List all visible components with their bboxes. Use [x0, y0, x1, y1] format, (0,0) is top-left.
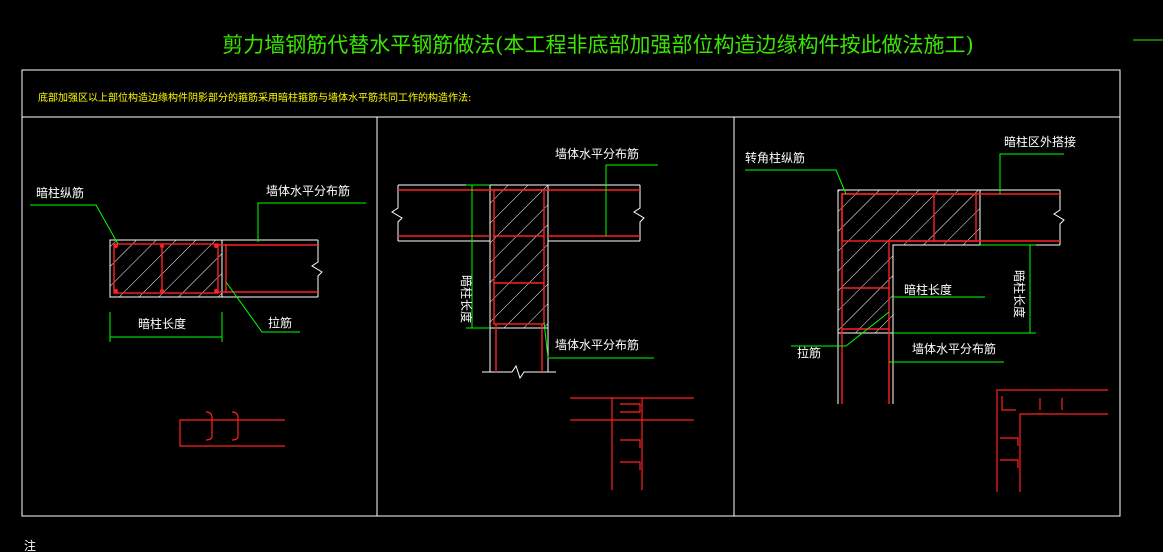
drawing-title: 剪力墙钢筋代替水平钢筋做法(本工程非底部加强部位构造边缘构件按此做法施工) — [222, 33, 973, 57]
label-corner: 转角柱纵筋 — [745, 150, 805, 165]
label-tie: 拉筋 — [797, 345, 821, 360]
panel-3: 转角柱纵筋 暗柱区外搭接 暗柱长度 暗柱长度 拉筋 墙体水平分布筋 — [745, 134, 1108, 492]
leaders — [466, 164, 658, 359]
outer-frame — [21, 69, 1121, 517]
wall-outline — [391, 184, 645, 380]
label-column-length-h: 暗柱长度 — [904, 282, 952, 297]
column-hatch — [109, 239, 223, 298]
label-column-length: 暗柱长度 — [138, 316, 186, 331]
label-wall-rebar-top: 墙体水平分布筋 — [555, 146, 639, 161]
rebar-lines — [113, 243, 318, 294]
label-lap: 暗柱区外搭接 — [1004, 134, 1076, 149]
rebar-lines — [841, 193, 1060, 404]
label-wall-rebar-bottom: 墙体水平分布筋 — [555, 337, 639, 352]
column-hatch — [489, 184, 549, 329]
panel-2: 墙体水平分布筋 墙体水平分布筋 暗柱长度 — [391, 146, 694, 490]
detail-sketch — [179, 411, 285, 447]
column-hatch — [837, 189, 981, 334]
rebar-dots — [114, 244, 218, 293]
leaders — [745, 153, 1064, 363]
label-wall-rebar: 墙体水平分布筋 — [912, 341, 996, 356]
label-tie: 拉筋 — [268, 315, 292, 330]
detail-sketch — [570, 397, 694, 490]
label-longitudinal: 暗柱纵筋 — [36, 185, 84, 200]
wall-outline — [222, 239, 323, 298]
label-column-length: 暗柱长度 — [459, 275, 474, 323]
label-wall-rebar: 墙体水平分布筋 — [266, 183, 350, 198]
detail-sketch — [996, 389, 1108, 492]
note-label: 注 — [24, 538, 36, 552]
panel-1: 暗柱纵筋 墙体水平分布筋 暗柱长度 拉筋 — [30, 183, 366, 447]
label-column-length-v: 暗柱长度 — [1012, 270, 1027, 318]
subtitle: 底部加强区以上部位构造边缘构件阴影部分的箍筋采用暗柱箍筋与墙体水平筋共同工作的构… — [38, 91, 471, 104]
leaders — [30, 202, 366, 342]
rebar-lines — [398, 189, 640, 372]
